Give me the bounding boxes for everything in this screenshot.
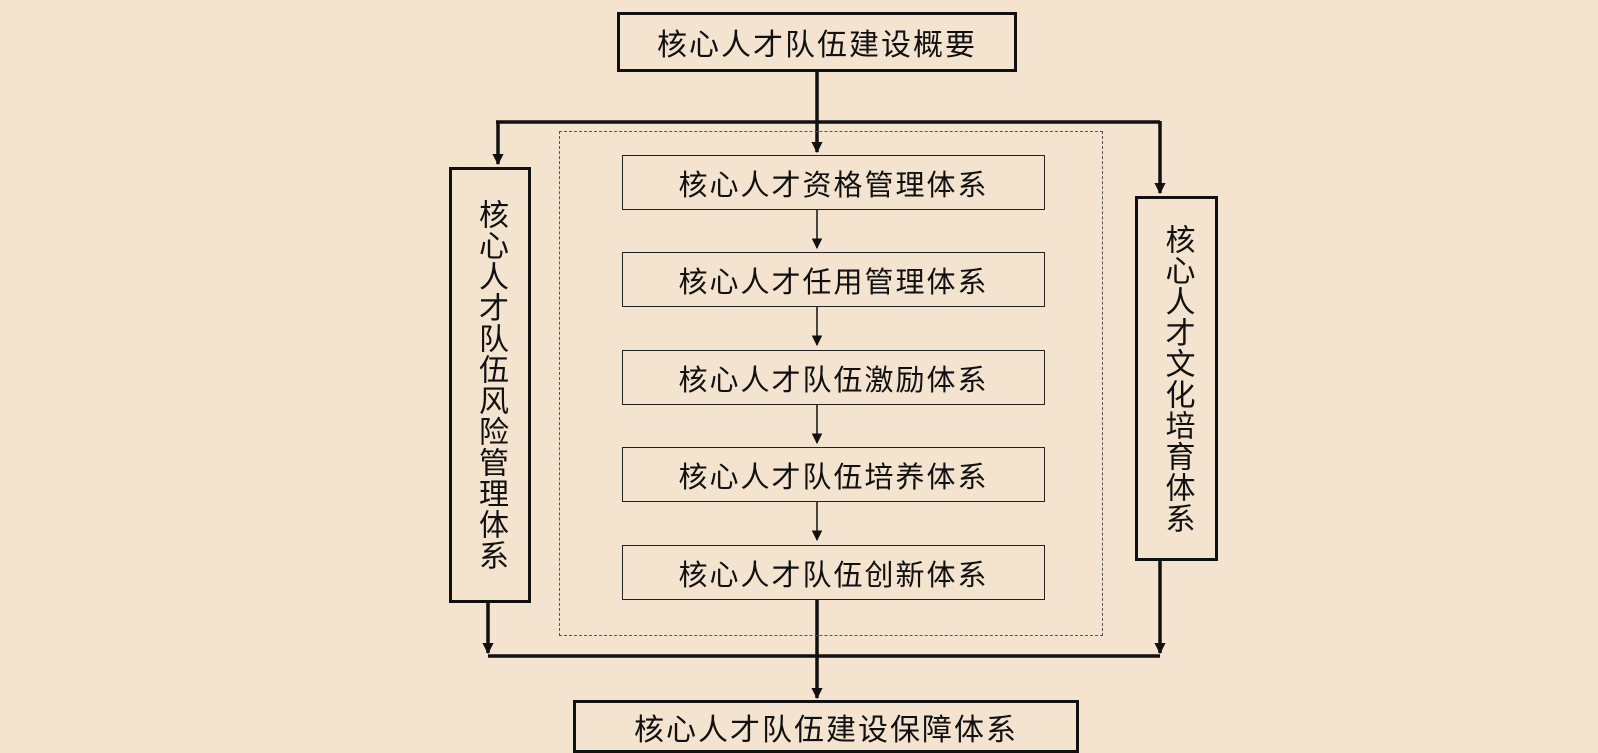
center-box-5-label: 核心人才队伍创新体系 <box>678 557 989 592</box>
center-box-2: 核心人才任用管理体系 <box>622 252 1045 307</box>
center-dashed-frame <box>559 131 1103 636</box>
top-summary-box: 核心人才队伍建设概要 <box>617 12 1017 72</box>
center-box-1: 核心人才资格管理体系 <box>622 155 1045 210</box>
right-culture-box: 核心人才文化培育体系 <box>1135 196 1218 561</box>
center-box-3-label: 核心人才队伍激励体系 <box>678 362 989 397</box>
center-box-3: 核心人才队伍激励体系 <box>622 350 1045 405</box>
bottom-guarantee-box: 核心人才队伍建设保障体系 <box>573 700 1079 753</box>
center-box-4-label: 核心人才队伍培养体系 <box>678 459 989 494</box>
center-box-2-label: 核心人才任用管理体系 <box>678 264 989 299</box>
right-culture-label: 核心人才文化培育体系 <box>1159 223 1195 534</box>
top-summary-label: 核心人才队伍建设概要 <box>657 28 977 63</box>
left-risk-box: 核心人才队伍风险管理体系 <box>449 167 531 603</box>
bottom-guarantee-label: 核心人才队伍建设保障体系 <box>634 712 1018 748</box>
left-risk-label: 核心人才队伍风险管理体系 <box>473 199 508 571</box>
center-box-1-label: 核心人才资格管理体系 <box>678 167 989 202</box>
center-box-5: 核心人才队伍创新体系 <box>622 545 1045 600</box>
center-box-4: 核心人才队伍培养体系 <box>622 447 1045 502</box>
